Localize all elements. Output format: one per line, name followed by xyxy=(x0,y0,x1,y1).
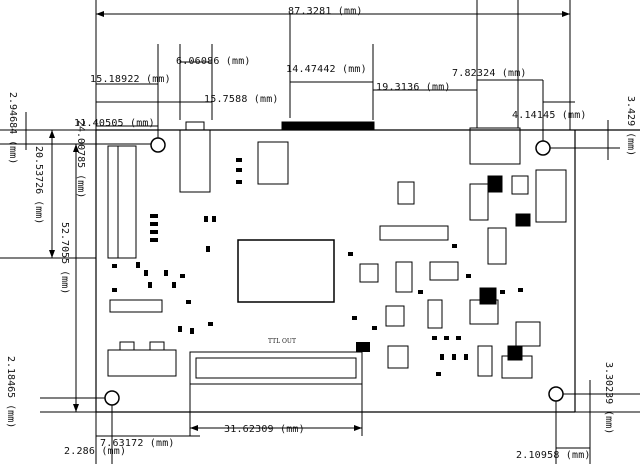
usb-port xyxy=(469,127,521,165)
mounting-hole-top-left xyxy=(150,137,166,153)
dim-7-82324: 7.82324 (mm) xyxy=(452,68,527,79)
silkscreen-ttl-out: TTL OUT xyxy=(268,338,296,345)
dim-11-40505: 11.40505 (mm) xyxy=(74,118,155,129)
ttl-out-connector xyxy=(189,351,363,385)
arrowheads xyxy=(49,11,570,431)
dim-overall-width: 87.3281 (mm) xyxy=(288,6,363,17)
dim-4-14145: 4.14145 (mm) xyxy=(512,110,587,121)
mounting-hole-top-right xyxy=(535,140,551,156)
dim-24-00785: 24.00785 (mm) xyxy=(75,120,86,199)
dim-31-62309: 31.62309 (mm) xyxy=(224,424,305,435)
dim-3-30239: 3.30239 (mm) xyxy=(603,362,614,435)
dim-7-63172: 7.63172 (mm) xyxy=(100,438,175,449)
mounting-hole-bottom-left xyxy=(104,390,120,406)
mounting-hole-bottom-right xyxy=(548,386,564,402)
header-strip xyxy=(109,299,163,313)
dim-14-47442: 14.47442 (mm) xyxy=(286,64,367,75)
dim-20-53726: 20.53726 (mm) xyxy=(33,146,44,225)
components xyxy=(107,121,567,385)
fpc-connector xyxy=(281,121,375,131)
dim-2-10958: 2.10958 (mm) xyxy=(516,450,591,461)
board-outline xyxy=(95,129,640,413)
dim-2-94684: 2.94684 (mm) xyxy=(7,92,18,165)
smd-pads xyxy=(112,158,523,376)
bottom-left-connector xyxy=(107,349,177,377)
dim-2-18465: 2.18465 (mm) xyxy=(5,356,16,429)
dim-3-429: 3.429 (mm) xyxy=(625,96,636,157)
mounting-holes xyxy=(104,137,564,406)
dim-19-3136: 19.3136 (mm) xyxy=(376,82,451,93)
top-connector xyxy=(179,129,211,193)
dim-15-18922: 15.18922 (mm) xyxy=(90,74,171,85)
dim-15-7588: 15.7588 (mm) xyxy=(204,94,279,105)
dim-2-286: 2.286 (mm) xyxy=(64,446,127,457)
dim-6-06086: 6.06086 (mm) xyxy=(176,56,251,67)
dim-52-7055: 52.7055 (mm) xyxy=(59,222,70,295)
main-ic xyxy=(237,239,335,303)
